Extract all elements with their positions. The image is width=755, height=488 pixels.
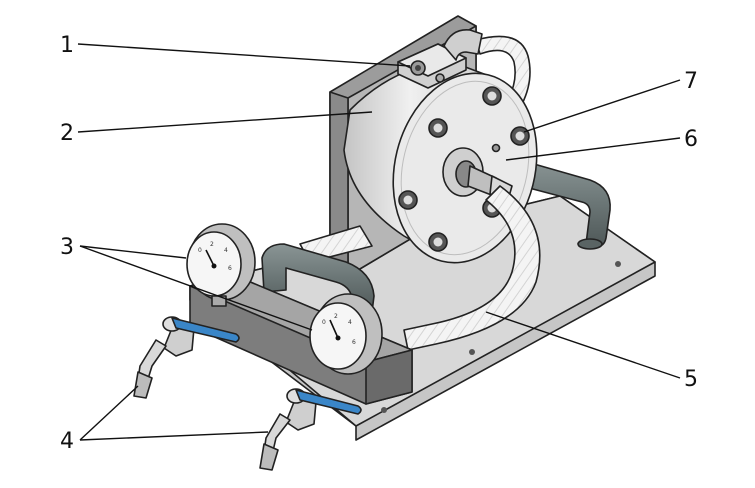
outlet-pipe — [513, 159, 611, 250]
gauge-scale-label: 4 — [224, 247, 228, 254]
gauge-scale-label: 0 — [198, 247, 202, 254]
suction-pipe — [261, 243, 375, 313]
pressure-gauge-left: 0 2 4 6 — [186, 223, 256, 307]
gauge-scale-label: 2 — [334, 313, 338, 320]
pressure-gauge-right: 0 2 4 6 — [309, 293, 383, 375]
gauge-scale-label: 6 — [228, 265, 232, 272]
callout-leaders — [77, 43, 681, 441]
callout-6: 6 — [684, 127, 698, 152]
callout-5: 5 — [684, 367, 698, 392]
gauge-scale-label: 6 — [352, 339, 356, 346]
bolt-icon — [428, 232, 448, 252]
callout-labels: 1 2 3 4 5 6 7 — [60, 33, 698, 454]
callout-7: 7 — [684, 69, 698, 94]
callout-3: 3 — [60, 235, 74, 260]
bolt-icon — [482, 86, 502, 106]
callout-1: 1 — [60, 33, 74, 58]
callout-2: 2 — [60, 121, 74, 146]
bolt-icon — [428, 118, 448, 138]
bolt-icon — [398, 190, 418, 210]
gauge-scale-label: 2 — [210, 241, 214, 248]
gauge-scale-label: 0 — [322, 319, 326, 326]
valve-left — [133, 316, 240, 399]
valve-right — [259, 388, 362, 471]
bolt-icon — [510, 126, 530, 146]
callout-4: 4 — [60, 429, 74, 454]
gauge-scale-label: 4 — [348, 319, 352, 326]
